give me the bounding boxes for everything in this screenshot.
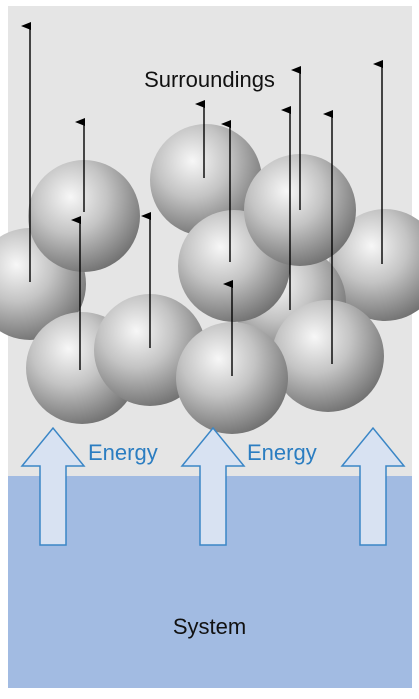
particle-sphere <box>272 300 384 412</box>
surroundings-label: Surroundings <box>144 67 275 92</box>
particle-sphere <box>150 124 262 236</box>
particle-sphere <box>28 160 140 272</box>
system-label: System <box>172 614 247 639</box>
energy-flow-arrow-icon <box>20 426 86 546</box>
energy-flow-arrow-icon <box>340 426 406 546</box>
energy-label: Energy <box>88 440 158 465</box>
energy-flow-arrows <box>20 426 406 546</box>
particle-sphere <box>176 322 288 434</box>
energy-flow-arrow-icon <box>180 426 246 546</box>
particle-sphere <box>329 209 419 321</box>
particle-motion-arrows <box>21 22 383 376</box>
energy-label: Energy <box>247 440 317 465</box>
